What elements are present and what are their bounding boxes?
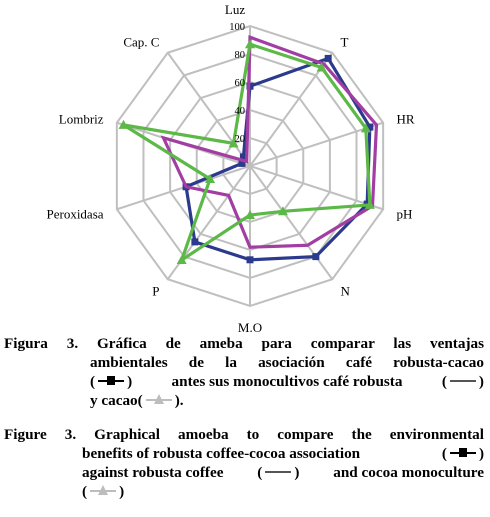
grid-spoke-3	[249, 165, 384, 211]
radar-series	[118, 34, 379, 265]
legend-symbol-robusta: ()	[441, 373, 484, 390]
legend-symbol-robusta-en: ()	[257, 464, 300, 481]
grid-spoke-1	[249, 52, 334, 167]
grid-spoke-2	[249, 121, 384, 167]
axis-label-4: N	[341, 284, 351, 299]
series-2-point-0	[245, 39, 255, 49]
caption-es-line-1: Figura 3. Gráfica de ameba para comparar…	[4, 335, 484, 352]
series-2-point-7	[205, 173, 216, 183]
axis-label-9: Cap. C	[123, 34, 159, 49]
caption-en-line-2-text: benefits of robusta coffee-cocoa associa…	[82, 445, 361, 462]
grid-spoke-4	[249, 165, 334, 280]
series-0-point-6	[191, 238, 199, 246]
series-2-point-5	[245, 210, 255, 219]
legend-symbol-association: ()	[90, 373, 133, 390]
tick-label-40: 40	[235, 106, 246, 117]
series-2-point-8	[118, 119, 129, 129]
axis-label-8: Lombriz	[59, 111, 104, 126]
series-2-point-9	[228, 138, 239, 148]
series-2-point-4	[277, 206, 288, 216]
legend-symbol-association-en: ()	[441, 445, 484, 462]
tick-label-100: 100	[229, 22, 245, 33]
legend-symbol-cacao: ().	[137, 392, 184, 409]
series-0-point-2	[366, 123, 374, 131]
radar-tick-labels: 20 40 60 80 100	[229, 22, 245, 145]
axis-label-6: P	[152, 284, 159, 299]
series-0-point-5	[246, 256, 254, 264]
tick-label-80: 80	[235, 50, 246, 61]
tick-label-60: 60	[235, 78, 246, 89]
axis-label-0: Luz	[225, 2, 245, 17]
legend-symbol-cocoa-en: ()	[82, 483, 125, 500]
series-1-line	[160, 34, 379, 249]
caption-es-line-4-text: y cacao	[90, 392, 138, 409]
caption-es-line-2: ambientales de la asociación café robust…	[90, 354, 484, 371]
series-2-point-3	[364, 199, 375, 209]
caption-es-line-4: y cacao().	[90, 391, 184, 410]
axis-label-1: T	[341, 34, 349, 49]
caption-en-line-3: against robusta coffee () and cocoa mono…	[82, 463, 484, 482]
series-0-point-1	[324, 54, 332, 62]
caption-es-line-3-text: antes sus monocultivos café robusta	[171, 373, 403, 390]
series-0-point-4	[312, 253, 320, 261]
series-2-point-2	[360, 123, 371, 133]
caption-es-line-3: () antes sus monocultivos café robusta (…	[90, 372, 484, 391]
series-0-line	[184, 56, 372, 262]
series-0-point-8	[238, 159, 246, 167]
caption-en-line-2: benefits of robusta coffee-cocoa associa…	[82, 444, 484, 463]
tick-label-20: 20	[235, 134, 246, 145]
axis-label-7: Peroxidasa	[46, 207, 103, 222]
axis-label-5: M.O	[238, 320, 262, 332]
series-2-point-1	[316, 62, 327, 72]
series-0-point-9	[239, 153, 247, 161]
caption-en-line-3-text-b: and cocoa monoculture	[333, 464, 484, 481]
caption-en-line-3-text-a: against robusta coffee	[82, 464, 224, 481]
caption-en-line-4: ()	[82, 482, 124, 501]
axis-label-3: pH	[396, 207, 412, 222]
series-2-point-6	[176, 255, 187, 265]
axis-label-2: HR	[396, 111, 414, 126]
caption-en-line-1: Figure 3. Graphical amoeba to compare th…	[4, 426, 484, 443]
